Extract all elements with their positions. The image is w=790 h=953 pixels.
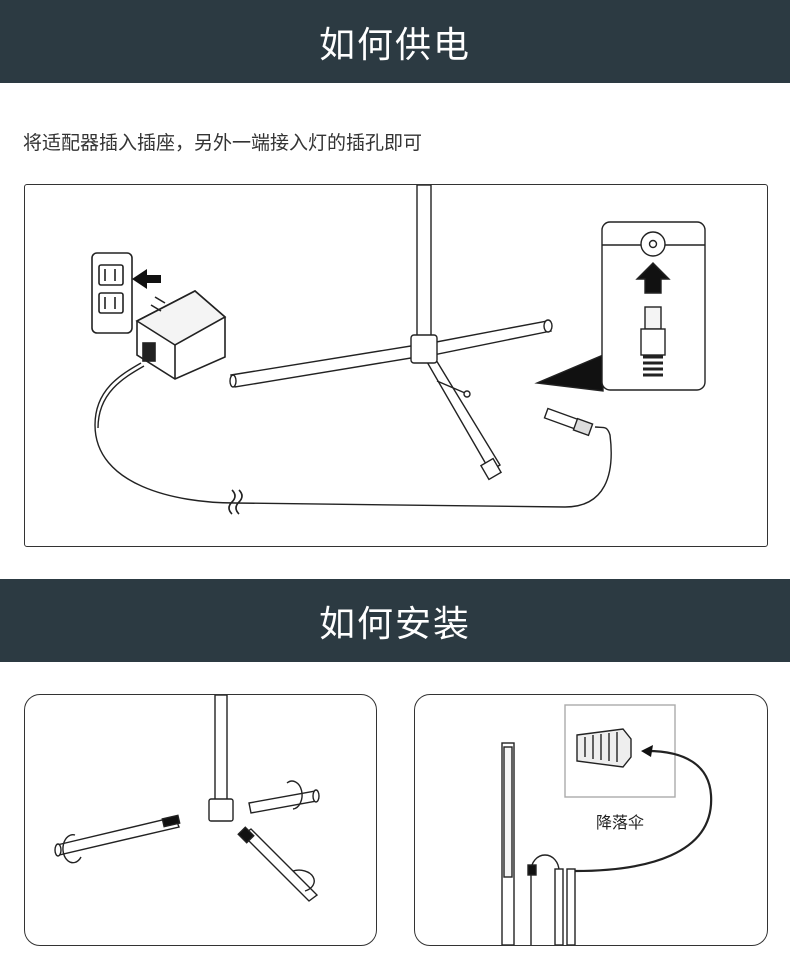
umbrella-label: 降落伞 [596,813,645,832]
plug-zoom-inset [534,221,706,392]
power-illustration-panel [24,184,768,547]
cable-break-icon [228,489,243,515]
power-cable [94,362,612,508]
insert-arrow-icon [132,269,161,289]
dc-plug-icon [543,407,594,437]
wall-socket-icon [91,252,133,334]
section-title-power: 如何供电 [318,24,471,66]
umbrella-arrow-icon [641,745,653,757]
tripod-stand [229,185,553,481]
umbrella-adapter-illustration [501,704,713,945]
section-header-install: 如何安装 [0,579,790,662]
power-adapter-icon [135,290,227,380]
section-title-install: 如何安装 [318,603,471,645]
leg-assembly-panel [24,694,377,946]
power-instruction-text: 将适配器插入插座，另外一端接入灯的插孔即可 [23,132,423,154]
leg-assembly-illustration [54,695,320,902]
power-illustration [91,185,706,515]
umbrella-adapter-panel: 降落伞 [414,694,768,946]
section-header-power: 如何供电 [0,0,790,83]
